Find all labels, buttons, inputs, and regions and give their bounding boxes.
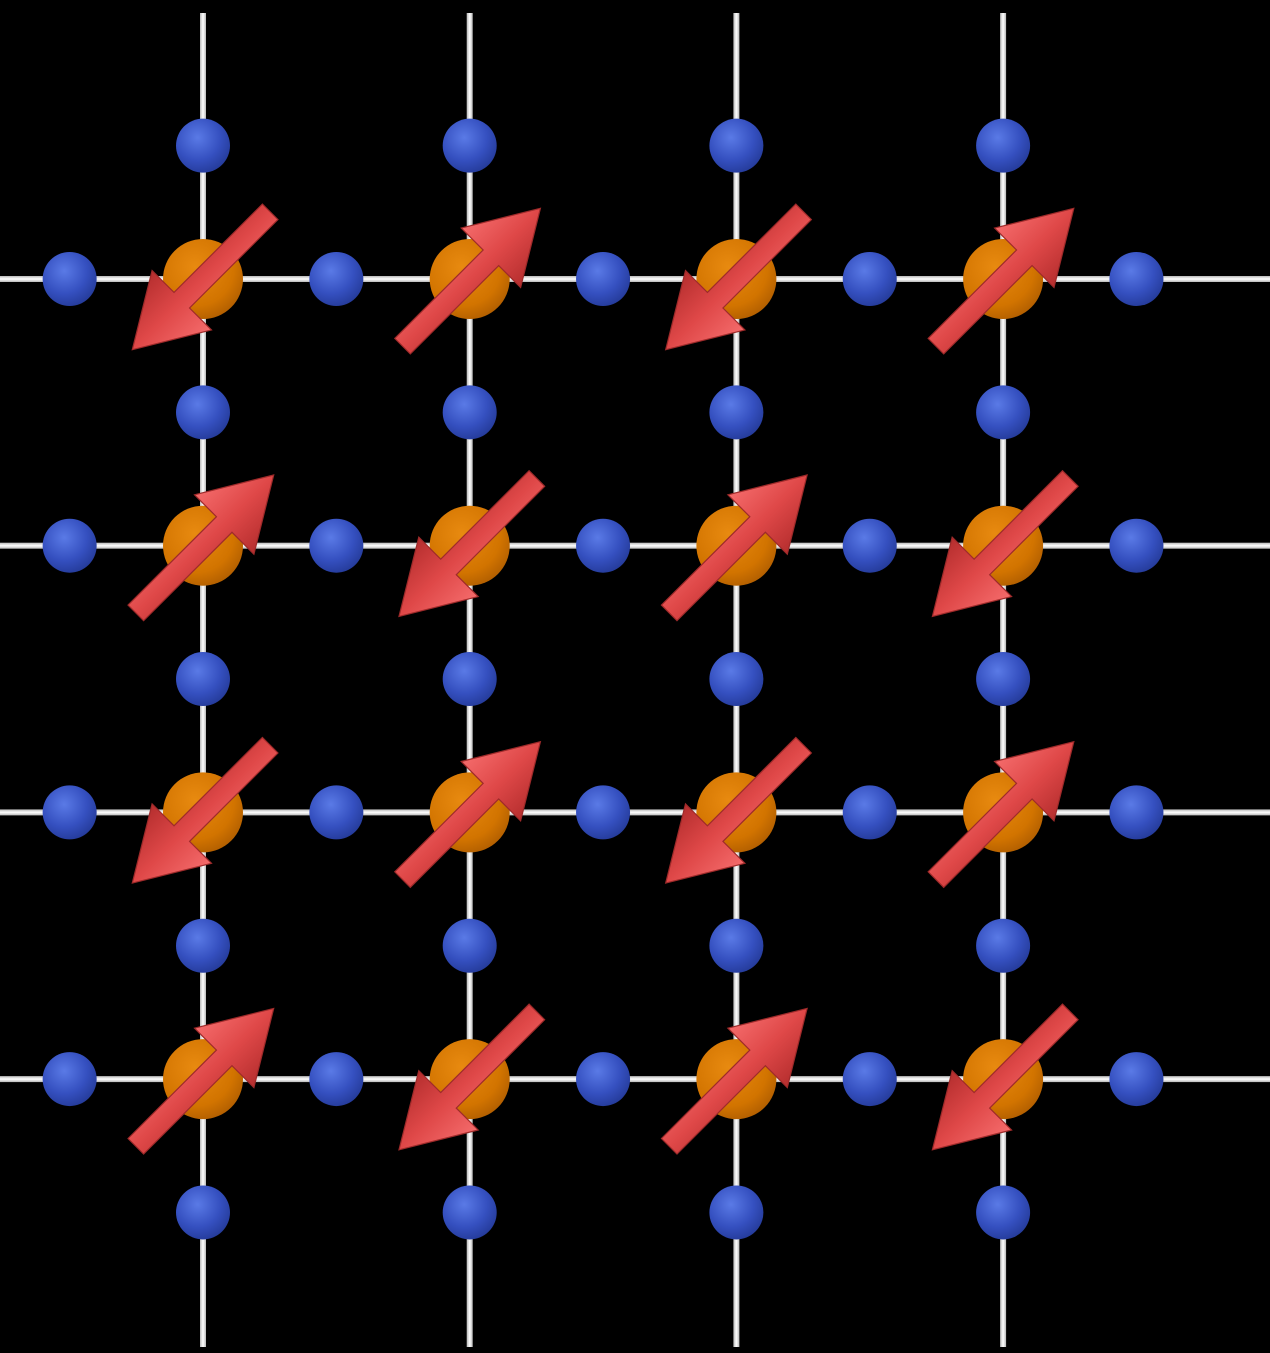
spin-up-arrow-icon [927, 207, 1075, 355]
oxygen-atom [842, 518, 897, 573]
oxygen-atom [976, 385, 1031, 440]
oxygen-atom [842, 252, 897, 306]
oxygen-atom [176, 918, 230, 973]
spin-up-arrow-icon [127, 1007, 275, 1155]
horizontal-bond-line [0, 809, 1270, 816]
oxygen-atom [976, 918, 1031, 973]
spin-down-arrow-icon [664, 736, 813, 884]
oxygen-atom [309, 518, 364, 573]
oxygen-atom [176, 385, 230, 440]
oxygen-atom [709, 918, 764, 973]
spin-down-arrow-icon [131, 203, 279, 351]
oxygen-atom [709, 652, 764, 707]
oxygen-atom [1109, 252, 1164, 306]
oxygen-atom [576, 1052, 631, 1107]
spin-up-arrow-icon [660, 474, 808, 622]
oxygen-atom [976, 1185, 1031, 1240]
oxygen-atom [842, 785, 897, 840]
oxygen-atom [309, 785, 364, 840]
oxygen-atom [442, 652, 497, 707]
oxygen-atom [976, 118, 1031, 173]
oxygen-atom [176, 652, 230, 707]
spin-up-arrow-icon [660, 1007, 808, 1155]
spin-down-arrow-icon [398, 469, 546, 618]
oxygen-atom [709, 1185, 764, 1240]
spin-down-arrow-icon [398, 1003, 546, 1151]
oxygen-atom [442, 385, 497, 440]
oxygen-atom [1109, 785, 1164, 840]
oxygen-atoms [42, 118, 1164, 1240]
oxygen-atom [576, 785, 631, 840]
oxygen-atom [42, 252, 97, 306]
spin-arrows [127, 203, 1079, 1155]
oxygen-atom [1109, 518, 1164, 573]
oxygen-atom [42, 518, 97, 573]
oxygen-atom [309, 1052, 364, 1107]
oxygen-atom [709, 118, 764, 173]
oxygen-atom [442, 118, 497, 173]
spin-down-arrow-icon [931, 469, 1079, 618]
spin-up-arrow-icon [127, 474, 275, 622]
oxygen-atom [576, 518, 631, 573]
oxygen-atom [976, 652, 1031, 707]
spin-up-arrow-icon [393, 207, 542, 355]
spin-up-arrow-icon [393, 740, 542, 889]
spin-up-arrow-icon [927, 740, 1075, 889]
oxygen-atom [442, 918, 497, 973]
oxygen-atom [1109, 1052, 1164, 1107]
horizontal-bond-line [0, 1076, 1270, 1083]
horizontal-bond-line [0, 542, 1270, 549]
oxygen-atom [176, 118, 230, 173]
oxygen-atom [442, 1185, 497, 1240]
oxygen-atom [42, 785, 97, 840]
spin-down-arrow-icon [131, 736, 279, 884]
oxygen-atom [842, 1052, 897, 1107]
oxygen-atom [176, 1185, 230, 1240]
oxygen-atom [309, 252, 364, 306]
spin-down-arrow-icon [664, 203, 813, 351]
oxygen-atom [576, 252, 631, 306]
spin-down-arrow-icon [931, 1003, 1079, 1151]
oxygen-atom [709, 385, 764, 440]
copper-atoms [163, 239, 1044, 1120]
horizontal-bond-line [0, 276, 1270, 282]
oxygen-atom [42, 1052, 97, 1107]
